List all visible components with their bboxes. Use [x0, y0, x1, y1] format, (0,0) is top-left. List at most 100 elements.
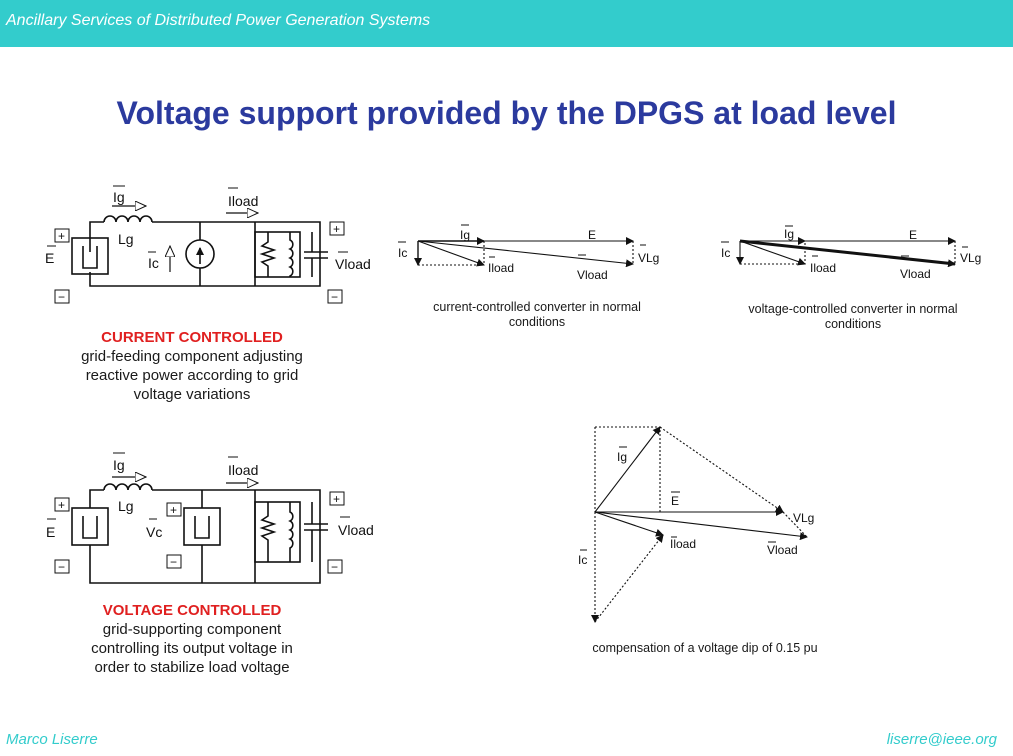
caption-title: VOLTAGE CONTROLLED	[102, 602, 282, 619]
c2-load-box	[254, 501, 301, 563]
p1-label-ic: Ic	[398, 246, 407, 260]
circuit-voltage-controlled	[47, 452, 350, 584]
c2-label-e: E	[46, 524, 55, 540]
c1-minus-box-load	[327, 289, 343, 304]
caption-line: reactive power according to grid	[85, 367, 299, 384]
c2-overbars	[47, 452, 350, 520]
c2-plus-load: +	[333, 492, 340, 506]
c2-minus-box-load	[327, 559, 343, 574]
p1-label-ig: Ig	[460, 228, 470, 242]
c2-minus-box-conv	[166, 554, 182, 569]
caption-voltage-controlled: VOLTAGE CONTROLLED grid-supporting compo…	[62, 601, 322, 677]
phasor3-caption: compensation of a voltage dip of 0.15 pu	[592, 641, 818, 655]
c2-minus-conv: −	[170, 555, 177, 569]
c2-label-iload: Iload	[228, 462, 258, 478]
p2-overbars	[721, 225, 968, 257]
c2-plus-box-conv	[166, 502, 182, 517]
p2-label-ic: Ic	[721, 246, 730, 260]
c2-wires	[89, 489, 321, 584]
p1-vector-vload	[417, 240, 634, 268]
c2-converter-step-icon	[194, 516, 210, 539]
phasor1-caption: current-controlled converter in normal c…	[412, 300, 662, 330]
c1-minus-source: −	[58, 290, 65, 304]
p2-vector-iload	[739, 240, 806, 266]
c1-source-box	[71, 237, 109, 275]
p3-dashed-ic-tip	[594, 534, 664, 623]
c2-plus-box-load	[329, 491, 345, 506]
p2-label-iload: Iload	[810, 261, 836, 275]
c2-source-step-icon	[82, 516, 98, 539]
p3-vector-ig	[594, 426, 661, 513]
c1-label-ig: Ig	[113, 189, 125, 205]
footer-email: liserre@ieee.org	[886, 731, 997, 748]
p3-label-e: E	[671, 494, 679, 508]
c1-resistor	[259, 232, 277, 277]
caption-line: conditions	[508, 315, 566, 329]
c1-current-source-icon	[185, 239, 215, 269]
caption-line: controlling its output voltage in	[91, 640, 293, 657]
p1-label-e: E	[588, 228, 596, 242]
phasor-diagram-voltage-controlled	[721, 225, 968, 268]
p2-label-vlg: VLg	[960, 251, 981, 265]
p2-vector-vload	[739, 239, 956, 268]
c1-plus-box-load	[329, 221, 345, 236]
c1-label-iload: Iload	[228, 193, 258, 209]
c2-source-box	[71, 507, 109, 546]
p3-vector-vload	[594, 511, 808, 541]
c1-inductor-lg	[103, 215, 153, 223]
c1-source-step-icon	[82, 246, 98, 269]
c1-load-box	[254, 231, 301, 278]
p3-overbars	[580, 446, 776, 551]
c2-minus-source: −	[58, 560, 65, 574]
c2-resistor	[259, 502, 277, 562]
c1-label-lg: Lg	[118, 231, 134, 247]
caption-line: conditions	[824, 317, 882, 331]
p3-dashed-ig-tip	[659, 426, 784, 513]
p3-label-vload: Vload	[767, 543, 798, 557]
p3-label-vlg: VLg	[793, 511, 814, 525]
c1-wires	[89, 221, 321, 287]
phasor-diagram-voltage-dip	[580, 426, 808, 623]
caption-line: grid-feeding component adjusting	[81, 348, 303, 365]
c2-plus-conv: +	[170, 503, 177, 517]
c1-label-vload: Vload	[335, 256, 371, 272]
slide-title: Voltage support provided by the DPGS at …	[116, 95, 897, 131]
p2-label-vload: Vload	[900, 267, 931, 281]
p3-label-ic: Ic	[578, 553, 587, 567]
caption-line: current-controlled converter in normal	[433, 300, 641, 314]
p3-vector-iload	[594, 511, 664, 537]
c1-plus-source: +	[58, 229, 65, 243]
c2-minus-box-source	[54, 559, 70, 574]
c1-label-ic: Ic	[148, 255, 159, 271]
c2-label-ig: Ig	[113, 457, 125, 473]
c2-plus-source: +	[58, 498, 65, 512]
c2-label-vload: Vload	[338, 522, 374, 538]
caption-line: order to stabilize load voltage	[94, 659, 290, 676]
p2-dashed-aux	[740, 241, 806, 265]
c1-load-inductor	[288, 232, 294, 277]
p2-label-e: E	[909, 228, 917, 242]
caption-line: grid-supporting component	[102, 621, 282, 638]
c2-inductor-lg	[103, 483, 153, 491]
footer-author: Marco Liserre	[6, 731, 98, 748]
p1-label-iload: Iload	[488, 261, 514, 275]
c1-plus-box-source	[54, 228, 70, 243]
c2-converter-box	[183, 507, 221, 546]
c2-plus-box-source	[54, 497, 70, 512]
caption-current-controlled: CURRENT CONTROLLED grid-feeding componen…	[62, 328, 322, 404]
c1-plus-load: +	[333, 222, 340, 236]
c1-minus-load: −	[331, 290, 338, 304]
p1-overbars	[398, 224, 646, 258]
p3-dashed-vlg	[782, 511, 808, 538]
p1-label-vload: Vload	[577, 268, 608, 282]
c2-label-lg: Lg	[118, 498, 134, 514]
header-text: Ancillary Services of Distributed Power …	[6, 12, 431, 29]
header-bar: Ancillary Services of Distributed Power …	[0, 0, 1013, 47]
p2-label-ig: Ig	[784, 227, 794, 241]
c1-capacitor	[304, 232, 328, 277]
c2-capacitor	[304, 502, 328, 562]
p1-dashed-aux	[418, 241, 485, 266]
p3-label-iload: Iload	[670, 537, 696, 551]
caption-line: voltage-controlled converter in normal	[748, 302, 958, 316]
